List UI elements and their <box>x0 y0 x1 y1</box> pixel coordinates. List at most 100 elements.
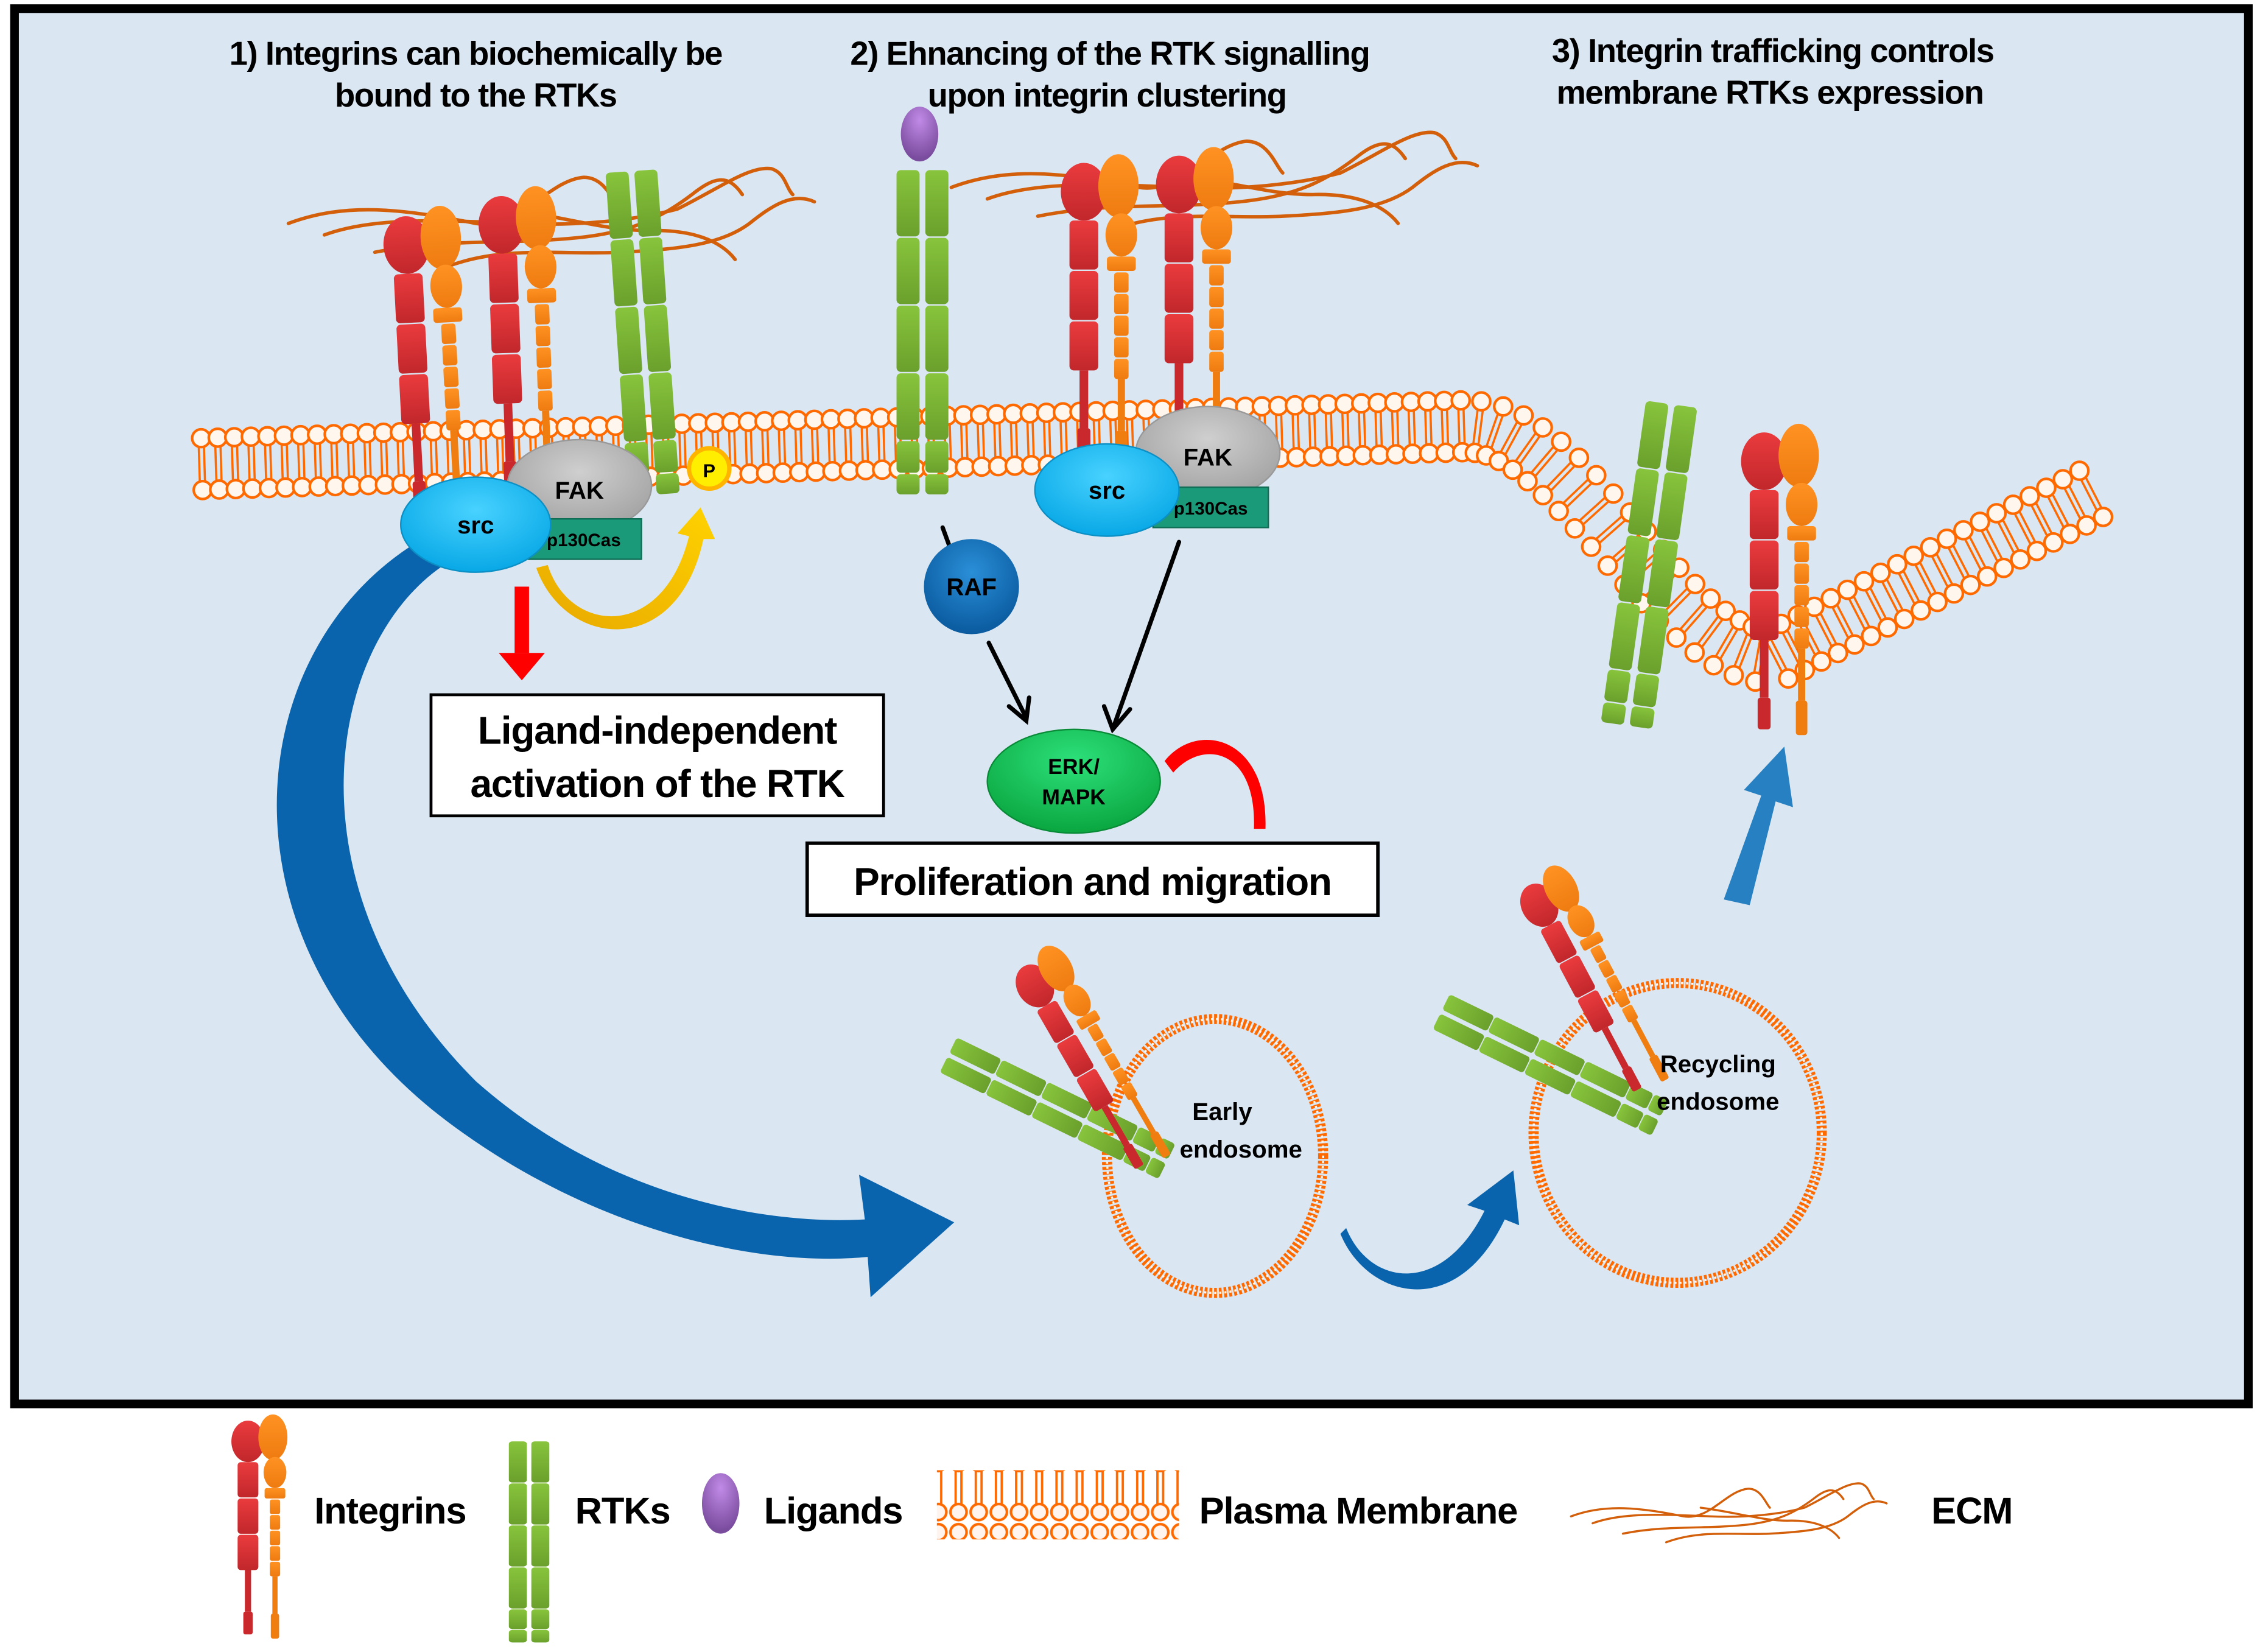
lipid-head <box>1920 536 1941 558</box>
raf-to-erk-arrow <box>986 641 1031 725</box>
lipid-head <box>1936 529 1957 549</box>
ligand-independent-activation-box: Ligand-independent activation of the RTK <box>429 693 885 818</box>
proliferation-migration-box: Proliferation and migration <box>805 841 1380 917</box>
lipid-head <box>1700 588 1721 609</box>
lipid-head <box>787 410 809 431</box>
legend: Integrins RTKs Ligands Plasma Membrane E… <box>231 1414 2013 1643</box>
panel-2-title: 2) Ehnancing of the RTK signalling upon … <box>850 35 1370 114</box>
legend-item-rtks: RTKs <box>508 1441 671 1643</box>
phosphate-icon <box>687 446 732 491</box>
lipid-head <box>2026 540 2048 561</box>
ligand-icon <box>701 1473 740 1534</box>
lipid-head <box>1603 483 1624 504</box>
lipid-head <box>275 477 296 498</box>
lipid-head <box>1419 443 1440 464</box>
outcome-box-2-text: Proliferation and migration <box>854 860 1332 904</box>
lipid-head <box>2002 494 2024 515</box>
lipid-head <box>1336 445 1356 466</box>
lipid-head <box>1811 651 1832 672</box>
panel-2-title-line-2: upon integrin clustering <box>928 77 1286 114</box>
lipid-head <box>374 474 396 495</box>
lipid-head <box>1853 571 1875 592</box>
lipid-head <box>1435 442 1456 463</box>
lipid-head <box>1684 642 1705 663</box>
phosphate-label: P <box>703 460 716 482</box>
lipid-head <box>391 474 412 494</box>
lipid-head <box>1400 392 1422 412</box>
panel-3-title-line-1: 3) Integrin trafficking controls <box>1552 32 1994 69</box>
lipid-head <box>1532 417 1553 438</box>
legend-item-plasma-membrane: Plasma Membrane <box>936 1470 1518 1540</box>
src-label: src <box>1089 477 1125 504</box>
lipid-head <box>2036 477 2057 498</box>
lipid-head <box>1581 536 1602 557</box>
lipid-head <box>1517 471 1538 492</box>
lipid-head <box>1927 591 1948 613</box>
trafficking-arrow-to-recycling-endosome <box>1340 1170 1520 1290</box>
lipid-head <box>1003 403 1023 424</box>
rtk-icon <box>508 1441 550 1643</box>
lipid-head <box>207 427 228 448</box>
mapk-label: MAPK <box>1042 785 1106 809</box>
lipid-head <box>1685 574 1706 594</box>
early-endosome-label-line-2: endosome <box>1180 1136 1302 1163</box>
lipid-head <box>273 425 295 446</box>
lipid-head <box>2060 524 2080 544</box>
lipid-head <box>854 408 874 429</box>
lipid-head <box>240 426 261 447</box>
lipid-head <box>2010 549 2031 570</box>
lipid-head <box>1844 634 1865 655</box>
lipid-head <box>1019 402 1041 424</box>
lipid-head <box>1953 520 1974 541</box>
lipid-head <box>191 427 212 449</box>
lipid-head <box>1286 447 1307 468</box>
lipid-head <box>1820 588 1841 609</box>
lipid-head <box>1319 446 1340 467</box>
lipid-head <box>772 462 793 483</box>
lipid-head <box>1369 445 1390 465</box>
lipid-head <box>1384 392 1405 413</box>
lipid-head <box>1434 390 1455 412</box>
lipid-head <box>588 416 609 437</box>
p130cas-label: p130Cas <box>1174 499 1248 519</box>
lipid-head <box>1450 390 1471 411</box>
lipid-head <box>307 424 328 445</box>
lipid-head <box>671 413 692 434</box>
lipid-head <box>1943 583 1965 604</box>
lipid-head <box>1135 399 1156 420</box>
lipid-head <box>988 455 1009 477</box>
src-protein <box>1034 443 1180 537</box>
lipid-head <box>754 411 775 432</box>
lipid-head <box>739 463 760 484</box>
lipid-head <box>1268 395 1289 417</box>
lipid-head <box>1597 555 1618 576</box>
lipid-head <box>804 409 825 431</box>
lipid-head <box>2043 532 2064 553</box>
raf-label: RAF <box>946 574 997 601</box>
lipid-head <box>1471 391 1492 412</box>
p130cas-label: p130Cas <box>547 530 621 550</box>
lipid-head <box>805 461 826 482</box>
legend-label: RTKs <box>575 1490 670 1532</box>
outcome-box-1-line-2: activation of the RTK <box>470 762 844 806</box>
lipid-head <box>1513 405 1534 426</box>
lipid-head <box>605 415 626 437</box>
lipid-head <box>192 479 213 501</box>
lipid-head <box>1402 443 1423 464</box>
phosphorylation-arrow <box>536 507 715 630</box>
lipid-head <box>789 462 810 483</box>
lipid-head <box>1877 617 1898 638</box>
lipid-head <box>342 475 362 496</box>
lipid-head <box>1502 459 1523 480</box>
lipid-head <box>2052 469 2074 490</box>
lipid-head <box>737 411 759 432</box>
lipid-head <box>1086 401 1107 422</box>
integrin-icon <box>231 1414 288 1639</box>
lipid-head <box>1861 625 1882 647</box>
lipid-head <box>1986 503 2007 524</box>
lipid-head <box>1723 665 1744 686</box>
lipid-head <box>1703 655 1724 676</box>
panel-3-title: 3) Integrin trafficking controls membran… <box>1552 32 1995 111</box>
legend-item-integrins: Integrins <box>231 1414 467 1639</box>
